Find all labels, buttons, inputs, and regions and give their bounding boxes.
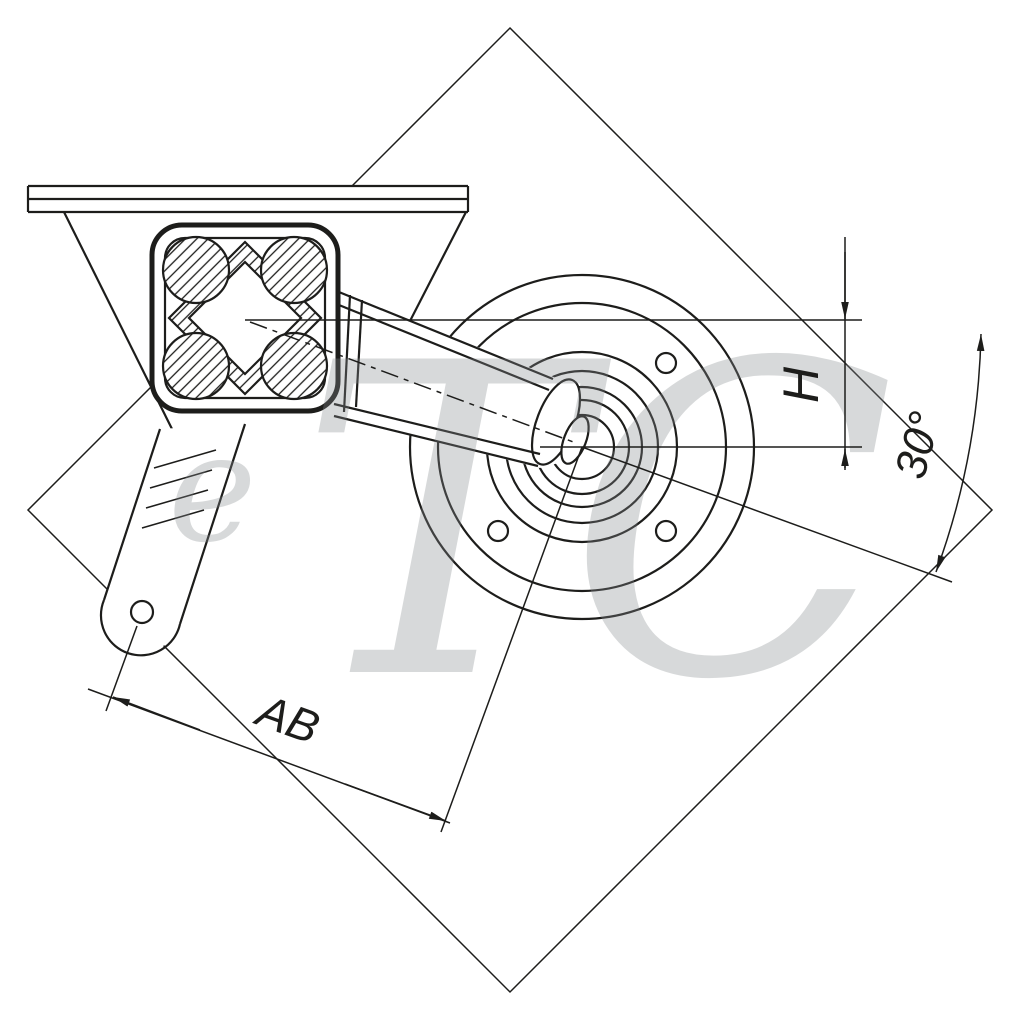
arm-tick: [141, 509, 205, 529]
bolt-hole: [486, 519, 510, 543]
rubber-cord: [259, 331, 329, 401]
rubber-cord: [161, 331, 231, 401]
arm-round-end: [99, 599, 182, 657]
watermark-small-text: e: [168, 402, 257, 576]
weld-line: [354, 299, 364, 408]
axle-tube-section: [149, 222, 341, 414]
bolt-hole: [654, 519, 678, 543]
watermark: e TC: [168, 274, 907, 774]
weld-line: [342, 294, 352, 413]
arm-tick: [149, 469, 213, 489]
stub-axle-ellipse: [560, 415, 590, 465]
dimension-label-angle: 30°: [886, 407, 951, 484]
arm-tick: [153, 449, 217, 469]
watermark-large-text: TC: [298, 274, 889, 774]
bracket-right-edge: [409, 211, 467, 322]
dimension-lines: [87, 237, 985, 833]
angle-line: [581, 446, 953, 583]
arm-axis-dashed: [249, 321, 577, 444]
rubber-cord: [259, 235, 329, 305]
bolt-hole: [654, 351, 678, 375]
ab-extension-line: [440, 446, 583, 833]
swing-arm: [99, 423, 247, 657]
rubber-cord: [161, 235, 231, 305]
outer-tube-inner-wall: [163, 236, 327, 400]
angle-arc: [935, 333, 985, 573]
dimension-label-h: H: [773, 366, 829, 403]
shock-mount-hole: [129, 599, 155, 625]
axle-arm: [333, 288, 590, 468]
arm-tick: [145, 489, 209, 509]
